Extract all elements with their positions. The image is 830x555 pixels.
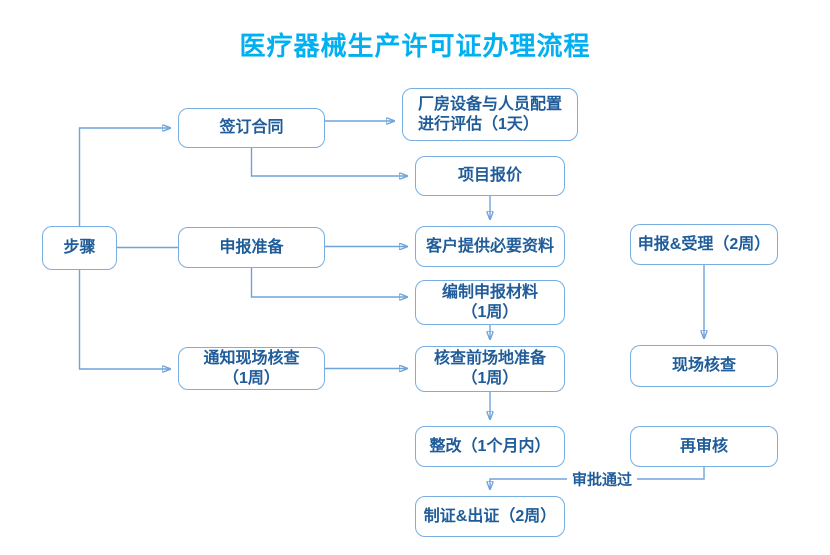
node-onsite-inspection: 现场核查: [630, 345, 778, 387]
connector-sign-contract-to-quote: [250, 148, 408, 176]
node-notify-inspection: 通知现场核查 （1周）: [178, 347, 325, 390]
node-evaluate: 厂房设备与人员配置 进行评估（1天）: [402, 88, 578, 141]
connector-steps-to-notify-inspection: [78, 270, 171, 369]
node-compile-materials: 编制申报材料 （1周）: [415, 280, 565, 325]
node-site-prep: 核查前场地准备 （1周）: [415, 346, 565, 392]
edge-label-approval-passed: 审批通过: [566, 468, 638, 490]
node-declare-prep: 申报准备: [178, 227, 325, 268]
node-issue-cert: 制证&出证（2周）: [415, 496, 565, 537]
node-steps: 步骤: [42, 226, 117, 270]
node-accept: 申报&受理（2周）: [630, 224, 778, 265]
connector-declare-prep-to-compile-materials: [250, 268, 408, 297]
node-rectify: 整改（1个月内）: [415, 426, 565, 467]
connector-steps-to-sign-contract: [78, 128, 171, 226]
node-quote: 项目报价: [415, 156, 565, 196]
node-sign-contract: 签订合同: [178, 108, 325, 148]
node-customer-materials: 客户提供必要资料: [415, 226, 565, 267]
node-re-review: 再审核: [630, 426, 778, 467]
page-title: 医疗器械生产许可证办理流程: [239, 31, 591, 61]
